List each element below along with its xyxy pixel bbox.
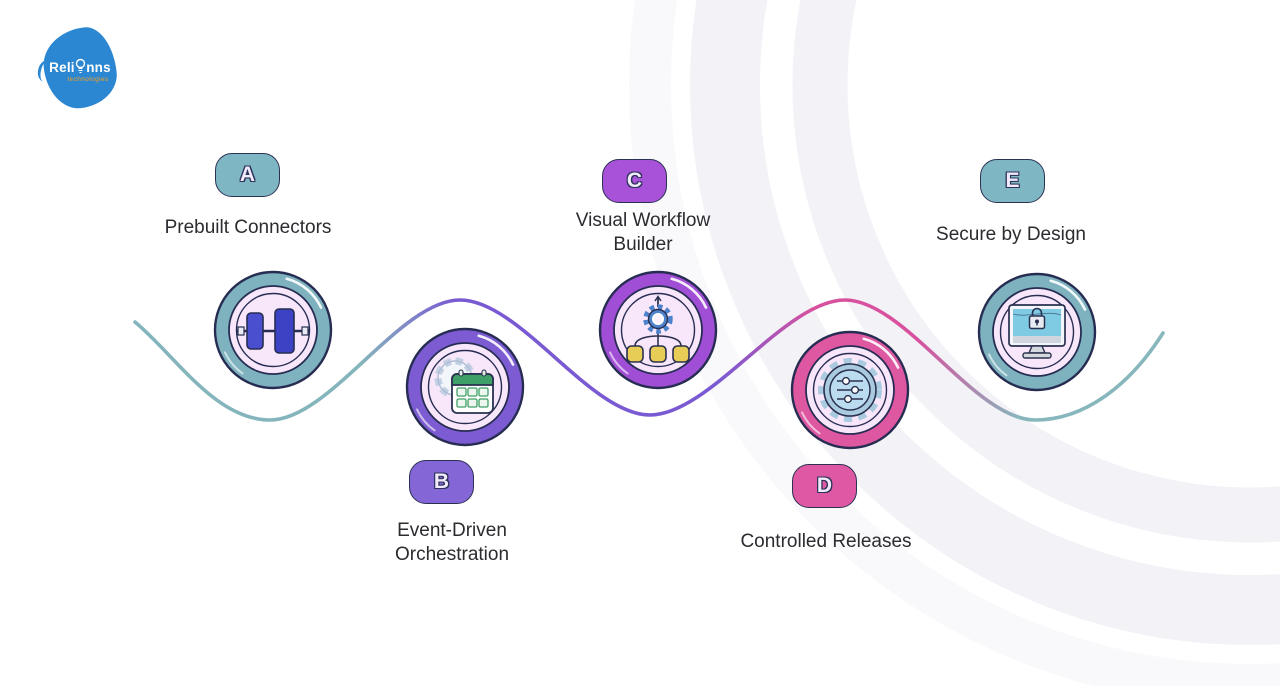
gear-calendar-icon — [434, 357, 494, 414]
connector-blocks-icon — [237, 308, 309, 354]
step-node-d — [790, 330, 910, 450]
workflow-tree-icon — [626, 295, 690, 363]
step-badge-e: E — [980, 159, 1045, 203]
step-badge-b: B — [409, 460, 474, 504]
logo-text-right: nns — [86, 60, 111, 75]
step-node-e — [977, 272, 1097, 392]
step-node-a — [213, 270, 333, 390]
logo-text-left: Reli — [49, 60, 75, 75]
relinns-logo: Reli nns technologies — [35, 24, 120, 114]
logo-subtitle: technologies — [67, 76, 109, 83]
step-badge-c: C — [602, 159, 667, 203]
step-label-c: Visual Workflow Builder — [575, 210, 711, 256]
step-letter-b: B — [433, 470, 450, 493]
lightbulb-icon — [76, 58, 86, 74]
step-letter-d: D — [816, 474, 833, 497]
step-badge-a: A — [215, 153, 280, 197]
step-badge-d: D — [792, 464, 857, 508]
step-letter-a: A — [239, 163, 256, 186]
step-label-d: Controlled Releases — [740, 531, 912, 552]
step-label-e: Secure by Design — [936, 224, 1086, 245]
step-label-a: Prebuilt Connectors — [164, 217, 332, 238]
secure-monitor-icon — [1008, 304, 1066, 359]
step-letter-c: C — [626, 169, 643, 192]
step-node-c — [598, 270, 718, 390]
release-sliders-icon — [818, 358, 882, 422]
logo-brand-text: Reli nns — [46, 58, 114, 75]
step-node-b — [405, 327, 525, 447]
step-label-b: Event-Driven Orchestration — [394, 520, 510, 566]
step-letter-e: E — [1005, 169, 1020, 192]
